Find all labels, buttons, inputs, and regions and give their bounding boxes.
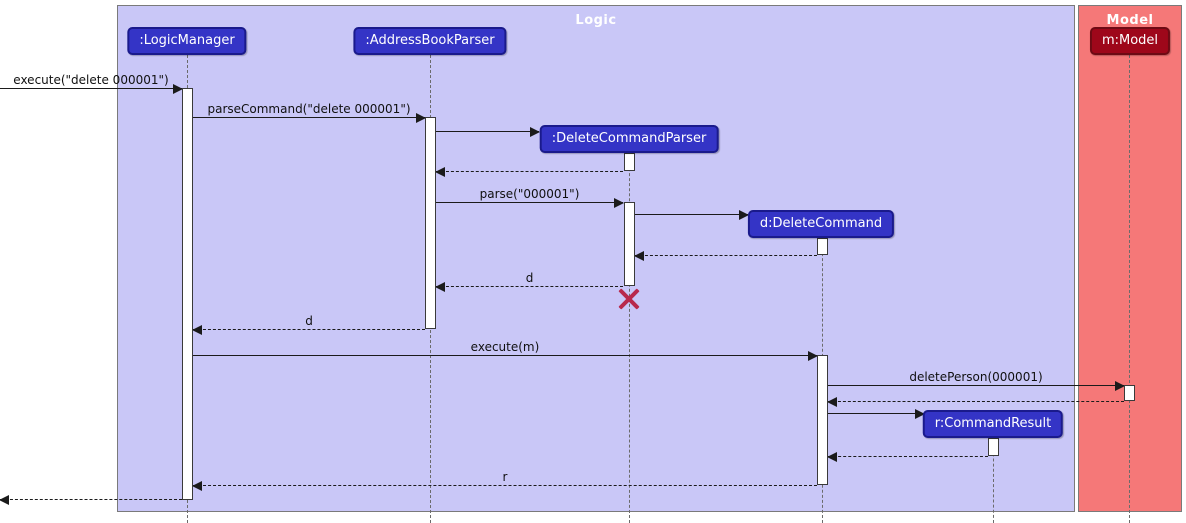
model-frame-title: Model (1106, 13, 1154, 28)
message-return-d-to-parser: d (435, 271, 623, 292)
activation-command-result (988, 438, 999, 456)
message-return-create-result (827, 452, 988, 462)
arrowhead-icon (435, 167, 445, 177)
arrowhead-icon (827, 397, 837, 407)
logic-frame-title: Logic (575, 13, 617, 28)
message-return-create-parser (435, 167, 623, 177)
message-execute-label: execute("delete 000001") (13, 73, 169, 87)
message-delete-person-label: deletePerson(000001) (909, 370, 1043, 384)
message-parse-command: parseCommand("delete 000001") (193, 102, 426, 123)
arrowhead-icon (0, 495, 9, 505)
arrowhead-icon (614, 198, 624, 208)
lifeline-command-result (993, 438, 994, 523)
activation-delete-command (817, 355, 828, 485)
message-execute-m: execute(m) (193, 340, 818, 361)
arrowhead-icon (192, 325, 202, 335)
model-frame: Model (1078, 5, 1182, 512)
arrowhead-icon (416, 113, 426, 123)
destruction-x-icon (616, 286, 642, 312)
arrowhead-icon (808, 351, 818, 361)
logic-frame: Logic (117, 5, 1075, 512)
message-execute-m-label: execute(m) (470, 340, 540, 354)
message-return-r: r (192, 470, 817, 491)
arrowhead-icon (915, 409, 925, 419)
activation-delete-command-parser-create (624, 153, 635, 171)
message-return-from-model (827, 397, 1124, 407)
message-return-d-parser-label: d (525, 271, 534, 285)
arrowhead-icon (739, 210, 749, 220)
message-create-command-result (828, 409, 925, 419)
lifeline-model (1129, 55, 1130, 523)
participant-delete-command: d:DeleteCommand (747, 210, 895, 238)
participant-command-result: r:CommandResult (922, 410, 1064, 438)
arrowhead-icon (192, 481, 202, 491)
activation-logic-manager (182, 88, 193, 500)
participant-address-book-parser: :AddressBookParser (353, 27, 507, 55)
participant-delete-command-parser: :DeleteCommandParser (539, 125, 719, 153)
arrowhead-icon (173, 84, 183, 94)
message-parse-command-label: parseCommand("delete 000001") (207, 102, 411, 116)
arrowhead-icon (634, 251, 644, 261)
arrowhead-icon (827, 452, 837, 462)
arrowhead-icon (530, 127, 540, 137)
message-create-delete-command-parser (436, 127, 540, 137)
activation-model (1124, 385, 1135, 401)
message-final-return (0, 495, 182, 505)
message-execute: execute("delete 000001") (0, 73, 183, 94)
message-return-create-command (634, 251, 817, 261)
message-return-r-label: r (502, 470, 508, 484)
message-create-delete-command (635, 210, 749, 220)
participant-model: m:Model (1089, 27, 1171, 55)
arrowhead-icon (1115, 381, 1125, 391)
message-parse-label: parse("000001") (479, 187, 580, 201)
message-delete-person: deletePerson(000001) (828, 370, 1125, 391)
activation-delete-command-create (817, 238, 828, 255)
message-return-d-to-logic: d (192, 314, 425, 335)
message-return-d-logic-label: d (305, 314, 313, 328)
arrowhead-icon (435, 282, 445, 292)
activation-address-book-parser (425, 117, 436, 329)
activation-delete-command-parser (624, 202, 635, 286)
lifeline-delete-command-parser (629, 153, 630, 523)
participant-logic-manager: :LogicManager (127, 27, 247, 55)
message-parse: parse("000001") (436, 187, 624, 208)
